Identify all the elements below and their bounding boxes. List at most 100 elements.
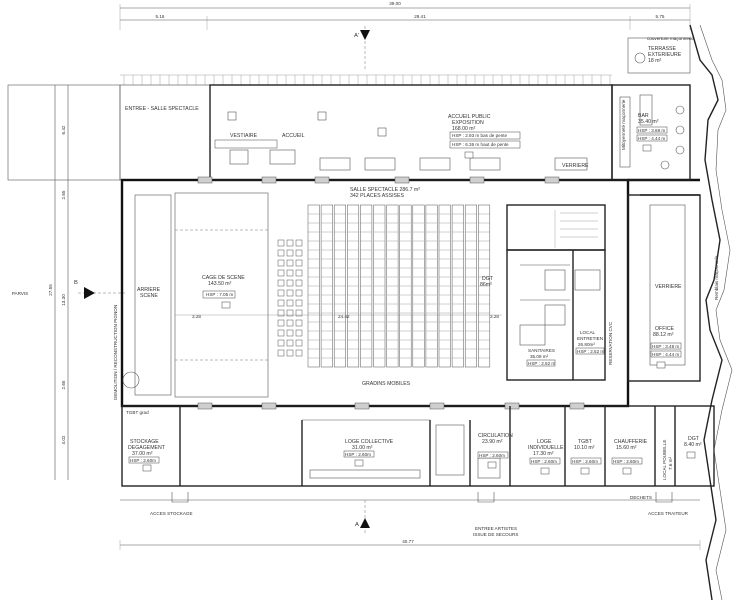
side-seat (295, 349, 303, 357)
svg-text:A: A (355, 522, 359, 528)
side-seat (286, 349, 294, 357)
side-seat (286, 269, 294, 277)
salle-labels: SALLE SPECTACLE 286.7 m² 342 PLACES ASSI… (175, 187, 502, 387)
loge-indiv-l2: INDIVIDUELLE (528, 445, 564, 451)
side-seat (277, 289, 285, 297)
loge-indiv-hsp: HSP : 2.60m (531, 459, 557, 464)
dim-inner-b: 24.42 (338, 314, 350, 319)
sanitaires-l1: SANITAIRES (528, 348, 555, 353)
bar-room: BAR 35.40 m² HSP : 3.88 m HSP : 4.44 m c… (619, 36, 694, 170)
bar-label-2: 35.40 m² (638, 119, 659, 125)
side-seat (277, 349, 285, 357)
section-marker-b: B (74, 280, 125, 299)
circulation-l1: CIRCULATION (478, 433, 513, 439)
entretien-hsp: HSP : 2.52 m (577, 349, 604, 354)
hall-windows-top (197, 176, 585, 410)
side-seat (277, 309, 285, 317)
accueil-public-room: ACCUEIL PUBLIC EXPOSITION 168.00 m² HSP … (448, 114, 521, 149)
chaufferie-l1: CHAUFFERIE (614, 439, 648, 445)
side-seat (277, 329, 285, 337)
terrasse-l2: EXTERIEURE (648, 52, 682, 58)
office-room: VERRIERE OFFICE 88.12 m² HSP : 3.48 m HS… (627, 194, 719, 382)
accueil-public-l3: 168.00 m² (452, 126, 476, 132)
entree-artistes-l1: ENTREE ARTISTES (475, 526, 517, 531)
acces-stockage-label: ACCES STOCKAGE (150, 511, 193, 516)
bar-hsp2: HSP : 4.44 m (638, 136, 665, 141)
circulation-l2: 23.90 m² (482, 439, 503, 445)
side-seat (277, 279, 285, 287)
dechets-label: DECHETS (630, 495, 652, 500)
office-l1: OFFICE (655, 326, 675, 332)
service-core: DGT 86m² LOCAL ENTRETIEN 26.80m² HSP : 2… (480, 204, 613, 381)
side-seat (277, 249, 285, 257)
stage-area: ARRIERE SCENE CAGE DE SCENE 143.50 m² HS… (113, 192, 269, 415)
loge-collective-hsp: HSP : 2.60m (345, 452, 371, 457)
accueil-hsp1: HSP : 2.93 m bas de pente (452, 133, 508, 138)
office-hsp1: HSP : 3.48 m (652, 344, 679, 349)
party-wall (689, 24, 733, 600)
side-seat (295, 259, 303, 267)
cage-l2: 143.50 m² (208, 281, 232, 287)
side-seat (295, 319, 303, 327)
dgt-l2: 86m² (480, 282, 492, 288)
tgbt-l2: 10.10 m² (574, 445, 595, 451)
tgbt-hsp: HSP : 2.60m (572, 459, 598, 464)
dim-left-seg: 5.16 (156, 14, 165, 19)
left-dimensions: 27.55 6.42 2.65 13.30 2.65 4.02 PARVIS (12, 85, 69, 480)
side-seat (277, 319, 285, 327)
side-seat (295, 269, 303, 277)
side-seat (295, 289, 303, 297)
loge-indiv-l3: 17.30 m² (533, 451, 554, 457)
reservation-label: RESERVATION CVC (608, 321, 613, 365)
dim-top-total: 39.00 (389, 1, 401, 6)
side-seat (286, 299, 294, 307)
side-seat (286, 319, 294, 327)
terrasse-l1: TERRASSE (648, 46, 677, 52)
dim-left-a: 6.42 (61, 125, 66, 134)
local-entretien-l3: 26.80m² (578, 342, 595, 347)
side-seat (295, 239, 303, 247)
tgbt-l1: TGBT (578, 439, 593, 445)
accueil-public-l2: EXPOSITION (452, 120, 484, 126)
loge-collective-l1: LOGE COLLECTIVE (345, 439, 394, 445)
entrance-zone (7, 74, 612, 181)
side-seat (295, 309, 303, 317)
accueil-hsp2: HSP : 6.36 m haut de pente (452, 142, 509, 147)
entry-furniture: VESTIAIRE ACCUEIL ENTREE - SALLE SPECTAC… (125, 106, 589, 171)
side-seat (277, 239, 285, 247)
local-entretien-l1: LOCAL (580, 330, 596, 335)
dim-right-seg: 5.75 (656, 14, 665, 19)
loge-indiv-l1: LOGE (537, 439, 552, 445)
couverture-label: couverture maçonnerie (647, 36, 694, 41)
accueil-label: ACCUEIL (282, 133, 305, 139)
gradins-label: GRADINS MOBILES (362, 381, 411, 387)
stockage-l3: 37.00 m² (132, 451, 153, 457)
svg-text:A': A' (354, 33, 359, 39)
dim-left-total: 27.55 (48, 284, 53, 296)
office-hsp2: HSP : 4.44 m (652, 352, 679, 357)
side-seat (277, 259, 285, 267)
mitoyen-label: Mitoyenneté maçonnerie (621, 99, 626, 150)
side-seat (277, 339, 285, 347)
bar-label-1: BAR (638, 113, 649, 119)
side-seat (286, 289, 294, 297)
service-rooms: STOCKAGE DEGAGEMENT 37.00 m² HSP : 2.60m… (128, 406, 702, 486)
cage-l1: CAGE DE SCENE (202, 275, 245, 281)
side-seat (286, 239, 294, 247)
side-seat (286, 309, 294, 317)
seating-grid (277, 204, 491, 368)
tgbt-left-label: TGBT grad (126, 410, 149, 415)
office-l2: 88.12 m² (653, 332, 674, 338)
chaufferie-hsp: HSP : 2.60m (613, 459, 639, 464)
sanitaires-l2: 35.08 m² (530, 354, 549, 359)
dim-bottom-total: 40.77 (402, 539, 414, 544)
entree-artistes-l2: ISSUE DE SECOURS (473, 532, 518, 537)
side-seat (295, 299, 303, 307)
stockage-l2: DEGAGEMENT (128, 445, 166, 451)
cage-hsp: HSP : 7.05 m (206, 292, 233, 297)
dim-left-e: 4.02 (61, 435, 66, 444)
bottom-access: 40.77 ACCES STOCKAGE ACCES TRAITEUR DECH… (119, 492, 701, 550)
salle-l2: 342 PLACES ASSISES (350, 193, 404, 199)
side-seat (277, 269, 285, 277)
side-seat (295, 249, 303, 257)
